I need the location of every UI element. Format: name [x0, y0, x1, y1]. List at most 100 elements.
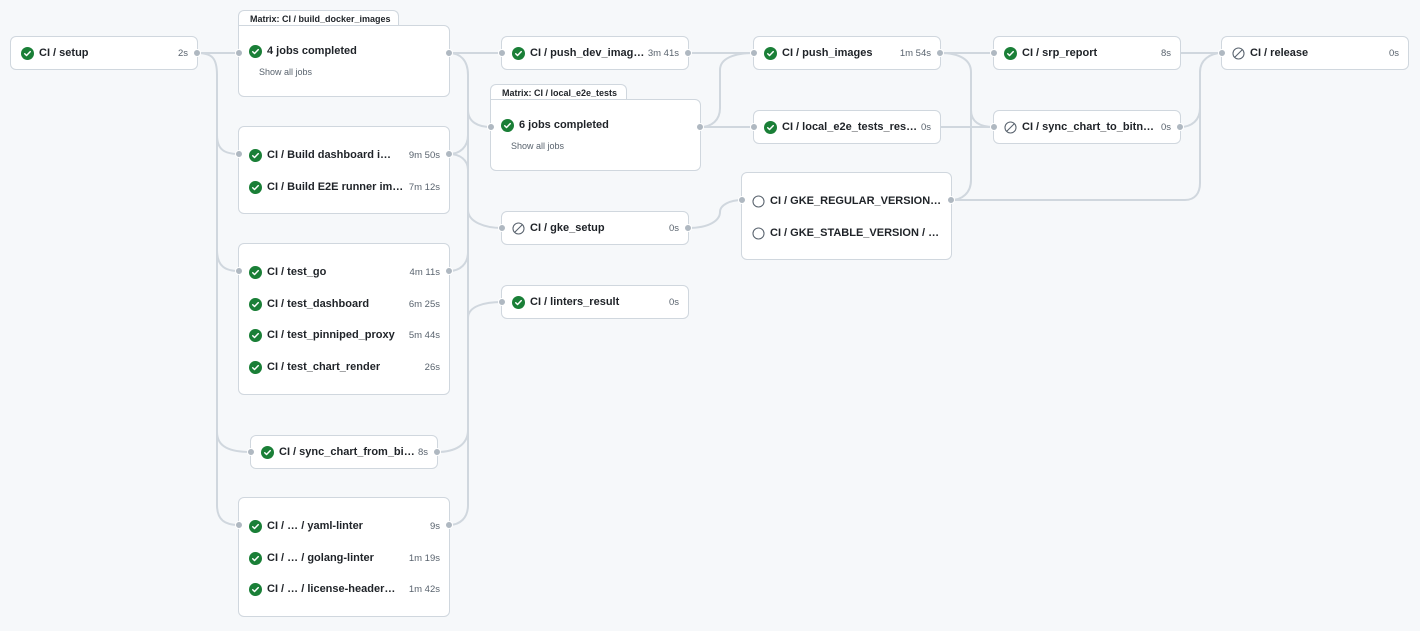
job-group-sync-chart-from-bitnami: CI / sync_chart_from_bitna… 8s [250, 435, 438, 469]
connector-dot [750, 49, 758, 57]
job-duration: 8s [417, 446, 428, 458]
job-sync-chart-from-bitnami[interactable]: CI / sync_chart_from_bitna… 8s [261, 440, 428, 464]
matrix-label-local-e2e-tests: Matrix: CI / local_e2e_tests [490, 84, 627, 100]
job-push-dev-images[interactable]: CI / push_dev_images 3m 41s [512, 41, 679, 65]
job-duration: 1m 42s [408, 583, 440, 595]
job-duration: 9m 50s [408, 149, 440, 161]
connector-dot [498, 224, 506, 232]
connector-line [448, 301, 503, 526]
job-duration: 0s [668, 222, 679, 234]
queued-circle-icon [752, 194, 765, 208]
connector-dot [445, 49, 453, 57]
job-linters-result[interactable]: CI / linters_result 0s [512, 290, 679, 314]
check-circle-icon [249, 297, 262, 311]
show-all-jobs-link[interactable]: Show all jobs [259, 67, 313, 77]
job-group-tests: CI / test_go 4m 11s CI / test_dashboard … [238, 243, 450, 395]
connector-line [687, 199, 743, 229]
connector-line [448, 52, 492, 128]
connector-dot [498, 298, 506, 306]
job-release[interactable]: CI / release 0s [1232, 41, 1399, 65]
job-duration: 1m 54s [899, 47, 931, 59]
check-circle-icon [1004, 46, 1017, 60]
job-test-go[interactable]: CI / test_go 4m 11s [249, 260, 440, 284]
check-circle-icon [764, 46, 777, 60]
connector-line [196, 52, 240, 155]
check-circle-icon [249, 551, 262, 565]
job-duration: 3m 41s [647, 47, 679, 59]
job-license-header-linter[interactable]: CI / … / license-header… 1m 42s [249, 577, 440, 601]
connector-line [448, 75, 469, 155]
connector-line [448, 170, 469, 272]
job-test-dashboard[interactable]: CI / test_dashboard 6m 25s [249, 292, 440, 316]
job-test-pinniped-proxy[interactable]: CI / test_pinniped_proxy 5m 44s [249, 323, 440, 347]
matrix-summary[interactable]: 6 jobs completed [501, 113, 691, 137]
connector-dot [445, 267, 453, 275]
check-circle-icon [249, 328, 262, 342]
job-gke-stable-version[interactable]: CI / GKE_STABLE_VERSION / … [752, 221, 942, 245]
job-duration: 0s [920, 121, 931, 133]
connector-dot [696, 123, 704, 131]
job-group-gke-setup: CI / gke_setup 0s [501, 211, 689, 245]
connector-dot [235, 267, 243, 275]
connector-dot [738, 196, 746, 204]
job-duration: 0s [1388, 47, 1399, 59]
job-name: CI / push_images [782, 47, 873, 59]
job-test-chart-render[interactable]: CI / test_chart_render 26s [249, 355, 440, 379]
job-group-gke-versions: CI / GKE_REGULAR_VERSION… CI / GKE_STABL… [741, 172, 952, 260]
check-circle-icon [261, 445, 274, 459]
skipped-icon [512, 221, 525, 235]
connector-line [216, 432, 240, 526]
connector-dot [193, 49, 201, 57]
job-gke-regular-version[interactable]: CI / GKE_REGULAR_VERSION… [752, 189, 942, 213]
job-srp-report[interactable]: CI / srp_report 8s [1004, 41, 1171, 65]
connector-dot [235, 150, 243, 158]
job-group-setup: CI / setup 2s [10, 36, 198, 70]
connector-dot [947, 196, 955, 204]
job-name: CI / srp_report [1022, 47, 1098, 59]
show-all-jobs-link[interactable]: Show all jobs [511, 141, 565, 151]
connector-dot [498, 49, 506, 57]
job-group-linters: CI / … / yaml-linter 9s CI / … / golang-… [238, 497, 450, 617]
job-push-images[interactable]: CI / push_images 1m 54s [764, 41, 931, 65]
check-circle-icon [249, 582, 262, 596]
matrix-summary[interactable]: 4 jobs completed [249, 39, 440, 63]
job-group-srp-report: CI / srp_report 8s [993, 36, 1181, 70]
job-name: CI / Build E2E runner im… [267, 181, 404, 193]
connector-line [939, 52, 995, 128]
connector-dot [487, 123, 495, 131]
connector-dot [1176, 123, 1184, 131]
check-circle-icon [249, 148, 262, 162]
job-group-sync-chart-to-bitnami: CI / sync_chart_to_bitnami 0s [993, 110, 1181, 144]
job-golang-linter[interactable]: CI / … / golang-linter 1m 19s [249, 546, 440, 570]
job-duration: 8s [1160, 47, 1171, 59]
job-sync-chart-to-bitnami[interactable]: CI / sync_chart_to_bitnami 0s [1004, 115, 1171, 139]
job-setup[interactable]: CI / setup 2s [21, 41, 188, 65]
job-name: CI / … / license-header… [267, 583, 396, 595]
job-group-push-dev-images: CI / push_dev_images 3m 41s [501, 36, 689, 70]
job-build-dashboard-image[interactable]: CI / Build dashboard i… 9m 50s [249, 143, 440, 167]
job-group-linters-result: CI / linters_result 0s [501, 285, 689, 319]
connector-dot [235, 521, 243, 529]
connector-dot [936, 49, 944, 57]
job-gke-setup[interactable]: CI / gke_setup 0s [512, 216, 679, 240]
job-local-e2e-tests-result[interactable]: CI / local_e2e_tests_result 0s [764, 115, 931, 139]
job-duration: 2s [177, 47, 188, 59]
connector-dot [445, 521, 453, 529]
job-yaml-linter[interactable]: CI / … / yaml-linter 9s [249, 514, 440, 538]
skipped-icon [1232, 46, 1245, 60]
job-name: CI / gke_setup [530, 222, 605, 234]
job-duration: 6m 25s [408, 298, 440, 310]
job-duration: 5m 44s [408, 329, 440, 341]
job-duration: 0s [1160, 121, 1171, 133]
job-name: CI / local_e2e_tests_result [782, 121, 918, 133]
job-name: CI / … / golang-linter [267, 552, 374, 564]
job-duration: 9s [429, 520, 440, 532]
check-circle-icon [501, 118, 514, 132]
connector-dot [990, 49, 998, 57]
job-duration: 26s [424, 361, 440, 373]
job-name: CI / test_go [267, 266, 327, 278]
matrix-label-build-docker-images: Matrix: CI / build_docker_images [238, 10, 399, 26]
connector-line [1179, 52, 1223, 128]
job-build-e2e-runner-image[interactable]: CI / Build E2E runner im… 7m 12s [249, 175, 440, 199]
connector-dot [235, 49, 243, 57]
